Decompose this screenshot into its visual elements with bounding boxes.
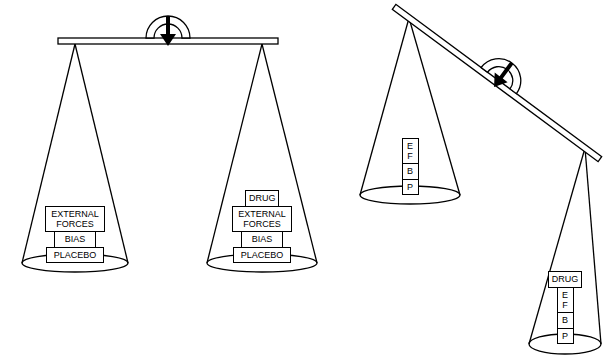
box-label: P bbox=[561, 331, 570, 341]
stack-box: EXTERNAL FORCES bbox=[45, 206, 105, 233]
balance-beam bbox=[392, 4, 601, 161]
stack-box: DRUG bbox=[548, 271, 583, 287]
stack-box: DRUG bbox=[245, 190, 279, 206]
box-label: E F bbox=[406, 141, 415, 162]
stack-box: P bbox=[557, 328, 574, 344]
stack-box: E F bbox=[402, 138, 419, 165]
tilted-balance bbox=[360, 0, 608, 354]
box-label: DRUG bbox=[249, 193, 275, 203]
stack-box: B bbox=[402, 163, 419, 179]
box-label: BIAS bbox=[58, 234, 92, 244]
box-label: B bbox=[561, 315, 570, 325]
box-label: PLACEBO bbox=[50, 250, 100, 260]
stack-box: PLACEBO bbox=[233, 247, 291, 263]
box-label: PLACEBO bbox=[237, 250, 287, 260]
tilted-beam-group bbox=[391, 0, 608, 163]
pointer-arrow bbox=[488, 58, 519, 92]
stack-box: PLACEBO bbox=[46, 247, 104, 263]
balance-dial bbox=[481, 50, 529, 94]
pointer-arrow bbox=[160, 16, 176, 46]
stack-box: E F bbox=[557, 287, 574, 314]
box-label: BIAS bbox=[245, 234, 279, 244]
box-label: B bbox=[406, 166, 415, 176]
stack-box: P bbox=[402, 179, 419, 195]
stack-box: BIAS bbox=[241, 231, 283, 247]
box-label: P bbox=[406, 182, 415, 192]
box-label: EXTERNAL FORCES bbox=[49, 209, 101, 230]
box-label: E F bbox=[561, 290, 570, 311]
pan-string bbox=[585, 148, 601, 344]
stack-box: EXTERNAL FORCES bbox=[232, 206, 292, 233]
pan-string bbox=[529, 148, 585, 344]
level-balance bbox=[22, 16, 317, 272]
box-label: EXTERNAL FORCES bbox=[236, 209, 288, 230]
box-label: DRUG bbox=[552, 274, 579, 284]
stack-box: BIAS bbox=[54, 231, 96, 247]
stack-box: B bbox=[557, 312, 574, 328]
